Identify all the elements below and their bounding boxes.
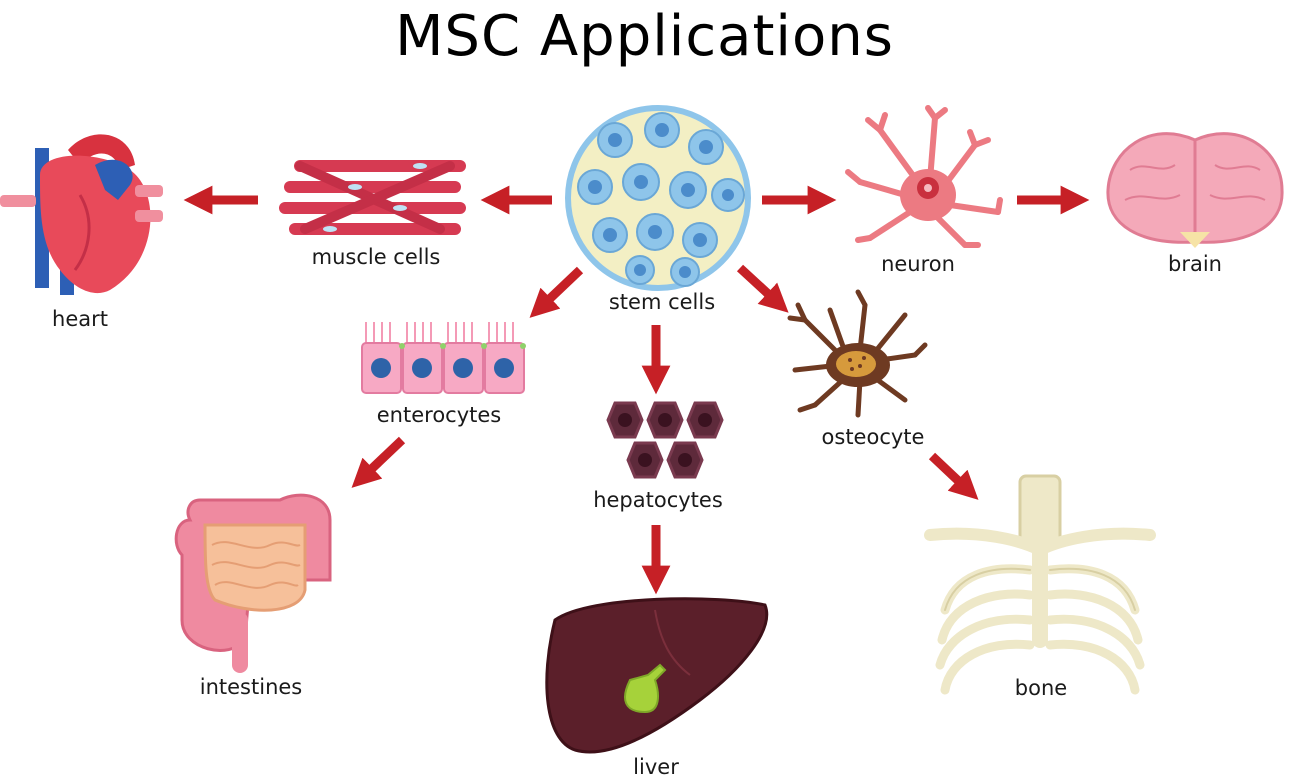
- label-liver: liver: [633, 755, 679, 779]
- neuron-body: [900, 169, 956, 221]
- label-brain: brain: [1168, 252, 1222, 276]
- brain-illustration: [1106, 132, 1284, 248]
- arrow-enterocytes-to-intestines: [351, 436, 406, 488]
- label-enterocytes: enterocytes: [376, 403, 502, 427]
- arrow-stem-to-osteocyte: [736, 264, 789, 313]
- diagram-title: MSC Applications: [395, 4, 894, 69]
- enterocytes-illustration: [361, 322, 526, 394]
- label-intestines: intestines: [199, 675, 303, 699]
- hepatocyte-nuclei: [618, 413, 712, 467]
- stem-cells-illustration: [565, 105, 751, 291]
- arrow-stem-to-enterocytes: [529, 266, 584, 318]
- intestines-illustration: [174, 493, 332, 673]
- label-stem-cells: stem cells: [608, 290, 716, 314]
- label-neuron: neuron: [881, 252, 955, 276]
- arrows: [183, 185, 1090, 595]
- label-bone: bone: [1014, 676, 1068, 700]
- heart-illustration: [0, 134, 163, 295]
- arrow-osteocyte-to-bone: [928, 452, 979, 500]
- label-muscle-cells: muscle cells: [311, 245, 441, 269]
- bone-illustration: [924, 474, 1156, 695]
- label-hepatocytes: hepatocytes: [593, 488, 723, 512]
- liver-illustration: [545, 597, 769, 754]
- osteocyte-body: [826, 343, 890, 387]
- label-osteocyte: osteocyte: [821, 425, 925, 449]
- label-heart: heart: [52, 307, 108, 331]
- muscle-cells-illustration: [279, 160, 466, 235]
- neuron-illustration: [845, 105, 1003, 248]
